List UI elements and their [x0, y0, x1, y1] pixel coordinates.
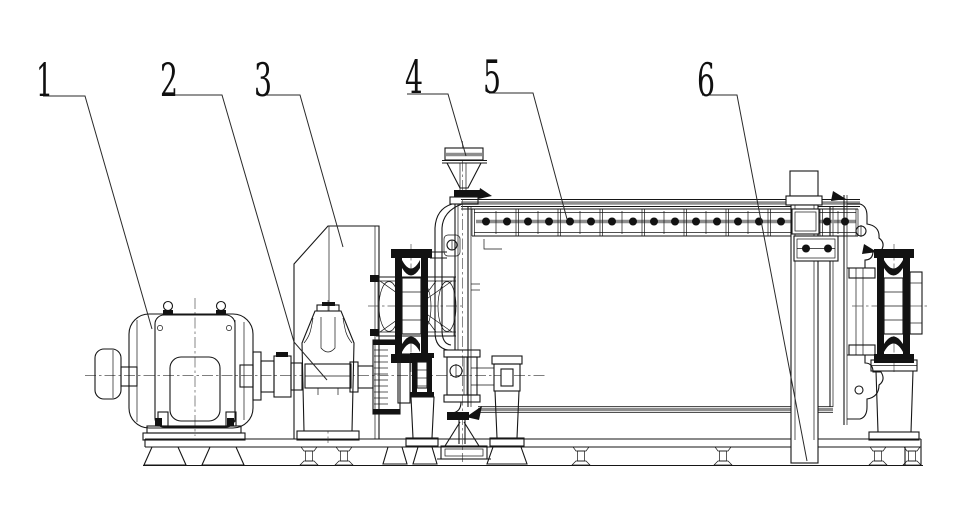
leader-line-4	[407, 93, 467, 157]
bearing-pedestal	[296, 300, 360, 443]
bearing-column-foot-left	[382, 446, 408, 465]
bearing-column-foot-right	[412, 446, 438, 465]
pedestal-base	[296, 430, 360, 441]
callout-label-6: 6	[697, 53, 715, 107]
leader-line-2	[165, 94, 328, 381]
callout-label-1: 1	[36, 53, 53, 107]
column-clamp-plate-upper	[791, 208, 820, 235]
shaft-coupling	[239, 351, 303, 401]
leader-line-5	[489, 92, 568, 220]
motor-eye-bolts	[162, 300, 227, 315]
bearing-support-column	[410, 396, 435, 439]
feed-hopper	[442, 141, 492, 462]
drum-left-end-cover	[443, 204, 480, 350]
leader-line-6	[702, 94, 808, 462]
pedestal-foot	[486, 446, 528, 465]
callout-label-5: 5	[483, 50, 501, 104]
panel-bracket	[483, 239, 502, 250]
leader-line-3	[262, 94, 344, 248]
base-frame	[143, 438, 923, 467]
drum-bolts	[482, 217, 849, 226]
motor-fan-cap	[94, 348, 122, 400]
callout-label-3: 3	[254, 53, 272, 107]
discharge-spout	[437, 401, 491, 460]
callout-label-4: 4	[405, 50, 423, 104]
discharge-bearing-block	[443, 349, 494, 403]
motor-window	[169, 356, 221, 422]
bearing-tower-left	[391, 244, 432, 372]
bearing-tower-right	[852, 244, 930, 441]
panel-borders	[471, 209, 859, 236]
motor-foot-right	[201, 446, 245, 466]
motor-body	[128, 313, 254, 429]
tower-pedestal	[875, 370, 914, 433]
motor-foot-left	[143, 446, 187, 466]
callouts: 1 2 3 4 5 6	[36, 50, 808, 462]
left-bearing-stand	[489, 355, 525, 447]
hopper-clamp	[454, 190, 481, 197]
motor-face-plate	[154, 314, 236, 428]
feed-pipe	[430, 203, 463, 351]
ibeam-feet	[299, 446, 922, 466]
lower-bearing-block	[405, 353, 439, 447]
callout-label-2: 2	[160, 53, 178, 107]
drum-right-end-cover	[831, 191, 884, 425]
gear-coupling	[349, 339, 411, 415]
leader-line-1	[43, 95, 153, 330]
